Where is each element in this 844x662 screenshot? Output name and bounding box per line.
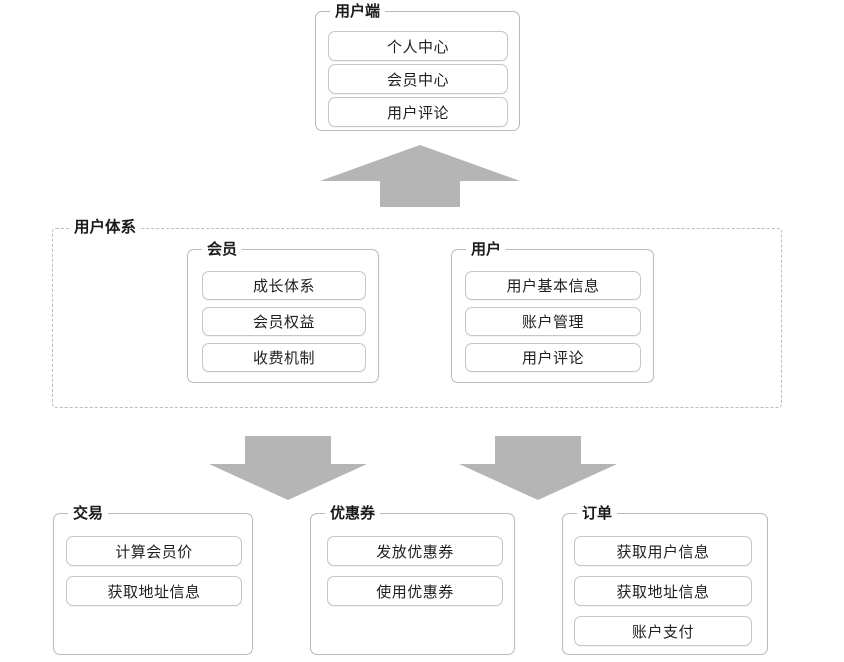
arrow-up-to-client bbox=[318, 143, 522, 207]
client-item-personal-center[interactable]: 个人中心 bbox=[328, 31, 508, 61]
order-item-get-address-info[interactable]: 获取地址信息 bbox=[574, 576, 752, 606]
order-item-account-payment[interactable]: 账户支付 bbox=[574, 616, 752, 646]
group-trade-title: 交易 bbox=[68, 504, 109, 522]
group-member: 会员 成长体系 会员权益 收费机制 bbox=[187, 240, 379, 383]
group-coupon-title: 优惠券 bbox=[325, 504, 381, 522]
group-trade: 交易 计算会员价 获取地址信息 bbox=[53, 504, 253, 655]
user-item-account-management[interactable]: 账户管理 bbox=[465, 307, 641, 336]
coupon-item-issue-coupon[interactable]: 发放优惠券 bbox=[327, 536, 503, 566]
coupon-item-use-coupon[interactable]: 使用优惠券 bbox=[327, 576, 503, 606]
client-item-member-center[interactable]: 会员中心 bbox=[328, 64, 508, 94]
member-item-member-benefits[interactable]: 会员权益 bbox=[202, 307, 366, 336]
group-user-system-title: 用户体系 bbox=[69, 218, 142, 236]
member-item-fee-mechanism[interactable]: 收费机制 bbox=[202, 343, 366, 372]
arrow-down-to-order bbox=[457, 436, 619, 502]
group-client-title: 用户端 bbox=[330, 2, 386, 20]
arrow-down-to-trade bbox=[207, 436, 369, 502]
group-coupon: 优惠券 发放优惠券 使用优惠券 bbox=[310, 504, 515, 655]
trade-item-calc-member-price[interactable]: 计算会员价 bbox=[66, 536, 242, 566]
order-item-get-user-info[interactable]: 获取用户信息 bbox=[574, 536, 752, 566]
group-member-title: 会员 bbox=[202, 240, 243, 258]
client-item-user-reviews[interactable]: 用户评论 bbox=[328, 97, 508, 127]
group-order-title: 订单 bbox=[577, 504, 618, 522]
group-client: 用户端 个人中心 会员中心 用户评论 bbox=[315, 2, 520, 131]
group-user: 用户 用户基本信息 账户管理 用户评论 bbox=[451, 240, 654, 383]
group-user-system: 用户体系 会员 成长体系 会员权益 收费机制 用户 用户基本信息 账户管理 用户… bbox=[52, 218, 782, 408]
trade-item-get-address-info[interactable]: 获取地址信息 bbox=[66, 576, 242, 606]
user-item-user-reviews[interactable]: 用户评论 bbox=[465, 343, 641, 372]
group-user-title: 用户 bbox=[466, 240, 507, 258]
user-item-basic-info[interactable]: 用户基本信息 bbox=[465, 271, 641, 300]
group-order: 订单 获取用户信息 获取地址信息 账户支付 bbox=[562, 504, 768, 655]
member-item-growth-system[interactable]: 成长体系 bbox=[202, 271, 366, 300]
